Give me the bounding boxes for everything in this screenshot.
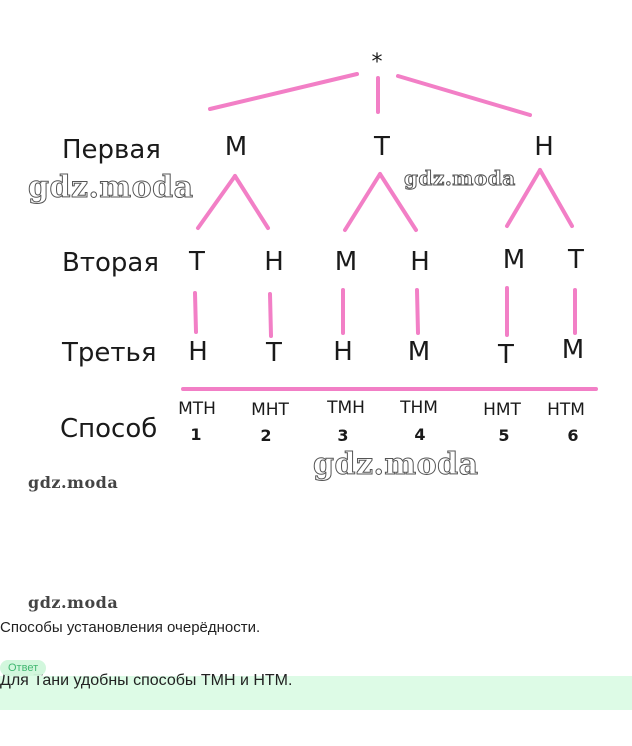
level2-node: М: [334, 247, 358, 277]
level3-node: М: [561, 335, 585, 365]
answer-text: Для Тани удобны способы ТМН и НТМ.: [0, 672, 293, 689]
level2-node: Н: [410, 247, 430, 277]
row-label-second: Вторая: [62, 248, 159, 278]
caption: Способы установления очерёдности.: [0, 619, 261, 636]
watermark: gdz.moda: [28, 170, 194, 206]
level3-node: Т: [266, 338, 282, 368]
level1-node: Н: [534, 132, 554, 162]
branch-line: [343, 172, 382, 232]
branch-line: [505, 168, 542, 228]
tree-root: *: [371, 50, 383, 75]
way-code: МНТ: [251, 400, 289, 420]
way-number: 4: [414, 425, 426, 444]
row-label-way: Способ: [60, 414, 158, 444]
row-label-first: Первая: [62, 135, 161, 165]
level1-node: Т: [374, 132, 390, 162]
branch-line: [268, 292, 273, 338]
watermark: gdz.moda: [404, 166, 516, 191]
way-code: НТМ: [547, 400, 585, 420]
level2-node: Н: [264, 247, 284, 277]
way-number: 1: [190, 425, 202, 444]
level3-node: Н: [188, 337, 208, 367]
branch-line: [415, 288, 420, 335]
root-connector: [396, 74, 532, 117]
way-code: НМТ: [483, 400, 521, 420]
way-number: 5: [498, 426, 510, 445]
way-number: 3: [337, 426, 349, 445]
level3-node: Н: [333, 337, 353, 367]
branch-line: [196, 174, 237, 230]
branch-line: [538, 168, 574, 228]
way-number: 2: [260, 426, 272, 445]
row-label-third: Третья: [62, 338, 157, 368]
branch-line: [378, 172, 418, 232]
root-connector: [208, 72, 359, 111]
level1-node: М: [224, 132, 248, 162]
branch-line: [193, 291, 198, 334]
level2-node: Т: [189, 247, 205, 277]
way-number: 6: [567, 426, 579, 445]
branch-line: [233, 174, 270, 230]
level2-node: М: [502, 245, 526, 275]
answer-badge[interactable]: Ответ: [0, 660, 47, 676]
answer-box: [0, 676, 632, 710]
level3-node: М: [407, 337, 431, 367]
watermark: gdz.moda: [28, 473, 119, 492]
watermark: gdz.moda: [28, 593, 119, 612]
watermark: gdz.moda: [313, 447, 479, 483]
level2-node: Т: [568, 245, 584, 275]
way-code: ТМН: [327, 398, 365, 418]
way-code: МТН: [178, 399, 216, 419]
level3-node: Т: [498, 340, 514, 370]
way-code: ТНМ: [400, 398, 438, 418]
